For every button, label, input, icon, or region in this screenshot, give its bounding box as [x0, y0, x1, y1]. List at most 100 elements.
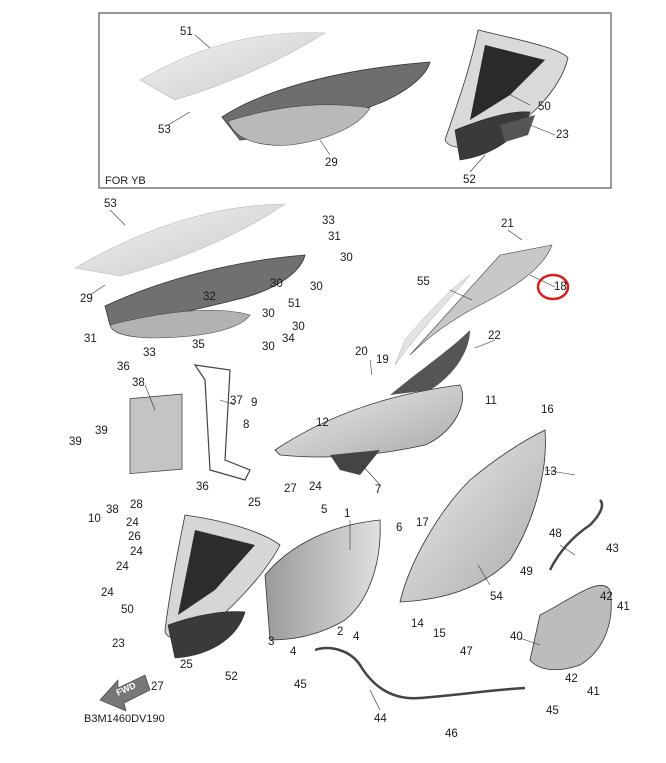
side-cover-55	[394, 274, 471, 366]
coolant-reservoir	[529, 585, 612, 671]
inset-bracket-23	[500, 115, 535, 142]
callout-number: 7	[375, 484, 381, 496]
middle-cowl	[274, 384, 463, 458]
callout-number: 42	[600, 591, 613, 603]
callout-number: 24	[116, 561, 129, 573]
callout-number: 27	[151, 681, 164, 693]
callout-number: 30	[262, 341, 275, 353]
callout-number: 24	[101, 587, 114, 599]
side-cover-inner	[390, 330, 470, 395]
callout-number: 34	[282, 333, 295, 345]
callout-number: 50	[538, 101, 551, 113]
callout-number: 19	[376, 354, 389, 366]
callout-number: 27	[284, 483, 297, 495]
diagram-code: B3M1460DV190	[84, 713, 165, 725]
callout-number: 32	[203, 291, 216, 303]
reservoir-hose	[548, 499, 604, 571]
callout-number: 20	[355, 346, 368, 358]
fwd-arrow: FWD	[99, 674, 151, 712]
callout-number: 23	[112, 638, 125, 650]
callout-number: 24	[126, 517, 139, 529]
callout-number: 25	[248, 497, 261, 509]
callout-number: 33	[143, 347, 156, 359]
callout-number: 41	[617, 601, 630, 613]
callout-number: 52	[463, 174, 476, 186]
lower-cowl	[264, 519, 381, 641]
callout-number: 3	[268, 636, 274, 648]
callout-number: 42	[565, 673, 578, 685]
callout-number: 54	[490, 591, 503, 603]
callout-number: 45	[546, 705, 559, 717]
callout-number: 24	[130, 546, 143, 558]
callout-number: 40	[510, 631, 523, 643]
callout-number: 30	[262, 308, 275, 320]
callout-number: 5	[321, 504, 327, 516]
callout-number: 16	[541, 404, 554, 416]
callout-number: 51	[180, 26, 193, 38]
callout-number: 51	[288, 298, 301, 310]
front-side-stripe	[178, 530, 255, 615]
callout-number: 36	[196, 481, 209, 493]
callout-number: 29	[80, 293, 93, 305]
callout-number: 15	[433, 628, 446, 640]
callout-number: 8	[243, 419, 249, 431]
callout-number: 31	[328, 231, 341, 243]
callout-number: 30	[292, 321, 305, 333]
callout-number: 29	[325, 157, 338, 169]
callout-number: 39	[95, 425, 108, 437]
callout-number: 43	[606, 543, 619, 555]
callout-number: 13	[544, 466, 557, 478]
callout-number: 12	[316, 417, 329, 429]
callout-number: 9	[251, 397, 257, 409]
callout-number: 41	[587, 686, 600, 698]
callout-number: 23	[556, 129, 569, 141]
callout-number: 39	[69, 436, 82, 448]
callout-number: 36	[117, 361, 130, 373]
callout-number: 4	[353, 631, 360, 643]
windscreen	[74, 203, 286, 277]
callout-number: 17	[416, 517, 429, 529]
inset-label: FOR YB	[105, 175, 146, 187]
callout-number: 2	[337, 626, 343, 638]
inset-frame	[98, 12, 612, 189]
highlight-ring	[536, 273, 570, 301]
callout-number: 14	[411, 618, 424, 630]
callout-number: 24	[309, 481, 322, 493]
callout-number: 30	[270, 278, 283, 290]
side-cowl	[399, 429, 546, 603]
leader-lines	[89, 34, 576, 711]
callout-number: 38	[132, 377, 145, 389]
callout-number: 21	[501, 218, 514, 230]
callout-number: 22	[488, 330, 501, 342]
callout-number: 30	[340, 252, 353, 264]
callout-number: 45	[294, 679, 307, 691]
callout-number: 47	[460, 646, 473, 658]
callout-number: 38	[106, 504, 119, 516]
middle-cowl-tab	[330, 450, 380, 475]
inset-cowl-bottom	[227, 104, 371, 146]
callout-number: 46	[445, 728, 458, 740]
callout-number: 25	[180, 659, 193, 671]
callout-number: 49	[520, 566, 533, 578]
callout-number: 11	[485, 395, 497, 407]
callout-number: 44	[374, 713, 387, 725]
callout-number: 6	[396, 522, 402, 534]
inset-windscreen	[139, 32, 326, 101]
cowl-stay-bracket	[193, 364, 251, 481]
callout-number: 53	[158, 124, 171, 136]
callout-number: 52	[225, 671, 238, 683]
callout-number: 1	[344, 508, 350, 520]
overflow-hose	[314, 646, 526, 700]
callout-number: 37	[230, 395, 243, 407]
front-lower-panel	[167, 611, 246, 659]
inset-side-stripe	[470, 45, 545, 120]
radiator-cover	[129, 393, 183, 475]
callout-number: 50	[121, 604, 134, 616]
callout-number: 28	[130, 499, 143, 511]
callout-number: 33	[322, 215, 335, 227]
callout-number: 48	[549, 528, 562, 540]
callout-number: 26	[128, 531, 141, 543]
